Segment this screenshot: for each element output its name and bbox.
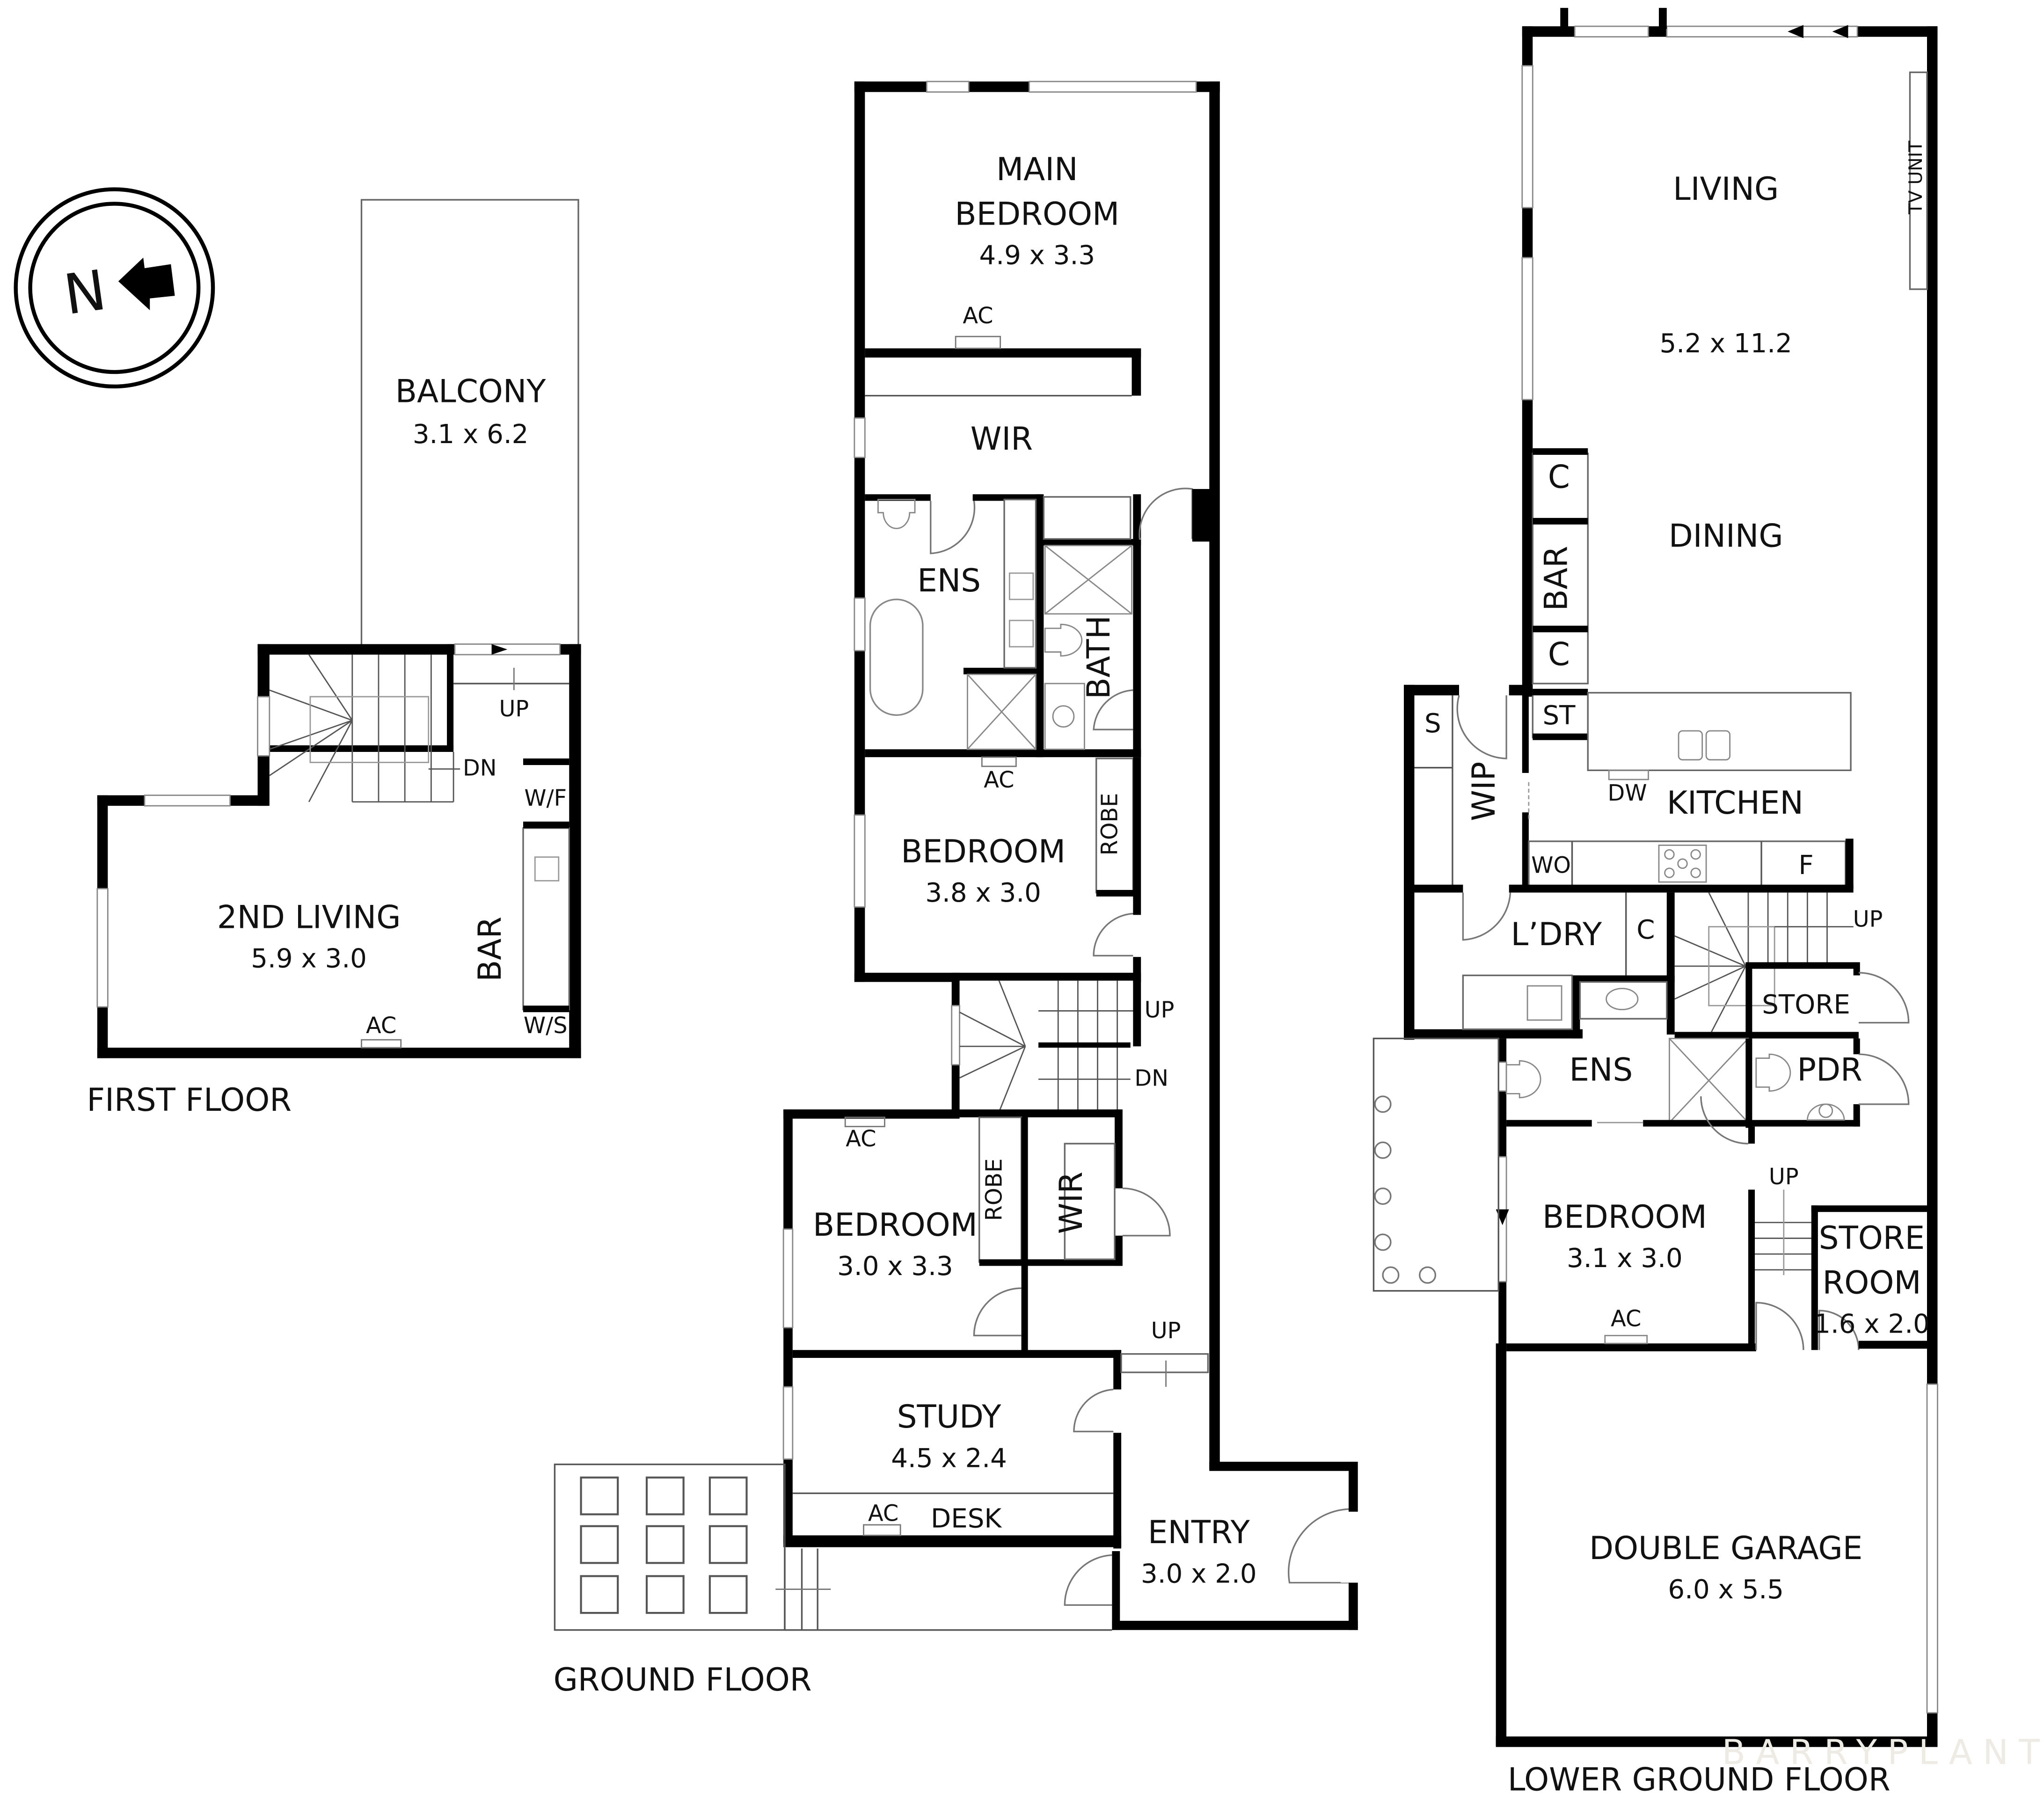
robe1-label: ROBE — [1097, 793, 1123, 856]
wine-fridge-label: W/F — [524, 786, 567, 811]
lower-ens-label: ENS — [1569, 1051, 1633, 1088]
bedroom3-label: BEDROOM — [813, 1206, 978, 1243]
balcony-label: BALCONY — [395, 373, 546, 410]
second-living-label: 2ND LIVING — [217, 898, 401, 935]
paver-grid — [580, 1476, 748, 1614]
bath-label: BATH — [1080, 615, 1117, 699]
entry-up-label: UP — [1151, 1318, 1181, 1344]
store-room-dims: 1.6 x 2.0 — [1814, 1309, 1930, 1340]
store-room-label-2: ROOM — [1822, 1264, 1921, 1301]
bedroom2-label: BEDROOM — [901, 833, 1066, 870]
living-label: LIVING — [1673, 170, 1779, 207]
main-bedroom-dims: 4.9 x 3.3 — [979, 241, 1095, 271]
st-label: ST — [1542, 700, 1576, 731]
bedroom2-ac: AC — [984, 767, 1014, 793]
first-floor-title: FIRST FLOOR — [87, 1081, 292, 1118]
first-up-label: UP — [499, 696, 529, 722]
store-room-label-1: STORE — [1819, 1219, 1925, 1256]
bedroom3-ac: AC — [846, 1126, 876, 1152]
cabinet-c2: C — [1548, 636, 1570, 673]
bedroom2-dims: 3.8 x 3.0 — [925, 878, 1041, 908]
laundry-label: L’DRY — [1511, 916, 1602, 953]
study-dims: 4.5 x 2.4 — [891, 1443, 1007, 1473]
wir2-label: WIR — [1052, 1172, 1089, 1234]
dw-label: DW — [1608, 780, 1647, 806]
planter-plants-icon — [1374, 1095, 1437, 1284]
powder-room-label: PDR — [1797, 1051, 1862, 1088]
watermark: BARRYPLANT — [1722, 1733, 2044, 1772]
dining-label: DINING — [1669, 517, 1783, 554]
fridge-label: F — [1798, 850, 1813, 881]
lower-stairs-up: UP — [1853, 907, 1883, 933]
study-ac: AC — [868, 1501, 898, 1526]
lower-bedroom-ac: AC — [1611, 1306, 1641, 1332]
garage-dims: 6.0 x 5.5 — [1668, 1574, 1784, 1605]
main-bedroom-ac: AC — [963, 303, 993, 329]
main-bedroom-label-1: MAIN — [996, 151, 1078, 188]
ensuite-label: ENS — [917, 562, 981, 599]
study-label: STUDY — [897, 1398, 1002, 1435]
desk-label: DESK — [931, 1504, 1002, 1534]
entry-label: ENTRY — [1148, 1514, 1250, 1551]
first-dn-label: DN — [463, 756, 496, 781]
garage-label: DOUBLE GARAGE — [1589, 1530, 1862, 1567]
lower-bedroom-dims: 3.1 x 3.0 — [1567, 1243, 1683, 1274]
s-label: S — [1424, 708, 1441, 739]
ground-floor-title: GROUND FLOOR — [554, 1661, 812, 1698]
first-floor-plan: BALCONY 3.1 x 6.2 UP — [87, 199, 581, 1118]
wall-oven-label: WO — [1531, 853, 1571, 878]
first-floor-stairs — [269, 654, 460, 803]
first-ac-label: AC — [366, 1013, 396, 1039]
lower-ground-floor-plan: TV UNIT LIVING 5.2 x 11.2 DINING C BAR C… — [1372, 7, 2044, 1793]
robe2-label: ROBE — [981, 1159, 1007, 1221]
ground-floor-plan: ENS BATH MAIN BEDROOM 4.9 x 3.3 AC WIR A… — [554, 80, 1359, 1698]
lower-floor-title: LOWER GROUND FLOOR — [1508, 1761, 1891, 1793]
living-dims: 5.2 x 11.2 — [1660, 328, 1792, 359]
balcony-dims: 3.1 x 6.2 — [413, 419, 529, 450]
lower-bedroom-label: BEDROOM — [1542, 1198, 1707, 1235]
wine-storage-label: W/S — [524, 1013, 568, 1039]
ground-stairs-dn: DN — [1134, 1066, 1168, 1092]
lower-up2-label: UP — [1769, 1164, 1799, 1190]
compass-label: N — [60, 257, 110, 327]
lower-bar-label: BAR — [1537, 546, 1574, 611]
tv-unit-label: TV UNIT — [1905, 140, 1927, 215]
north-arrow-icon — [118, 257, 175, 311]
bedroom3-dims: 3.0 x 3.3 — [837, 1251, 953, 1282]
ground-stairs-up: UP — [1145, 997, 1175, 1023]
wip-label: WIP — [1465, 762, 1502, 821]
store-label: STORE — [1762, 990, 1850, 1020]
kitchen-label: KITCHEN — [1667, 784, 1803, 821]
second-living-dims: 5.9 x 3.0 — [251, 944, 367, 974]
cabinet-c3: C — [1636, 915, 1655, 945]
north-compass-icon: N — [14, 187, 215, 389]
entry-dims: 3.0 x 2.0 — [1141, 1559, 1257, 1589]
bar-label: BAR — [471, 917, 508, 982]
wir-label: WIR — [971, 420, 1033, 457]
cabinet-c1: C — [1548, 458, 1570, 495]
main-bedroom-label-2: BEDROOM — [955, 195, 1119, 232]
